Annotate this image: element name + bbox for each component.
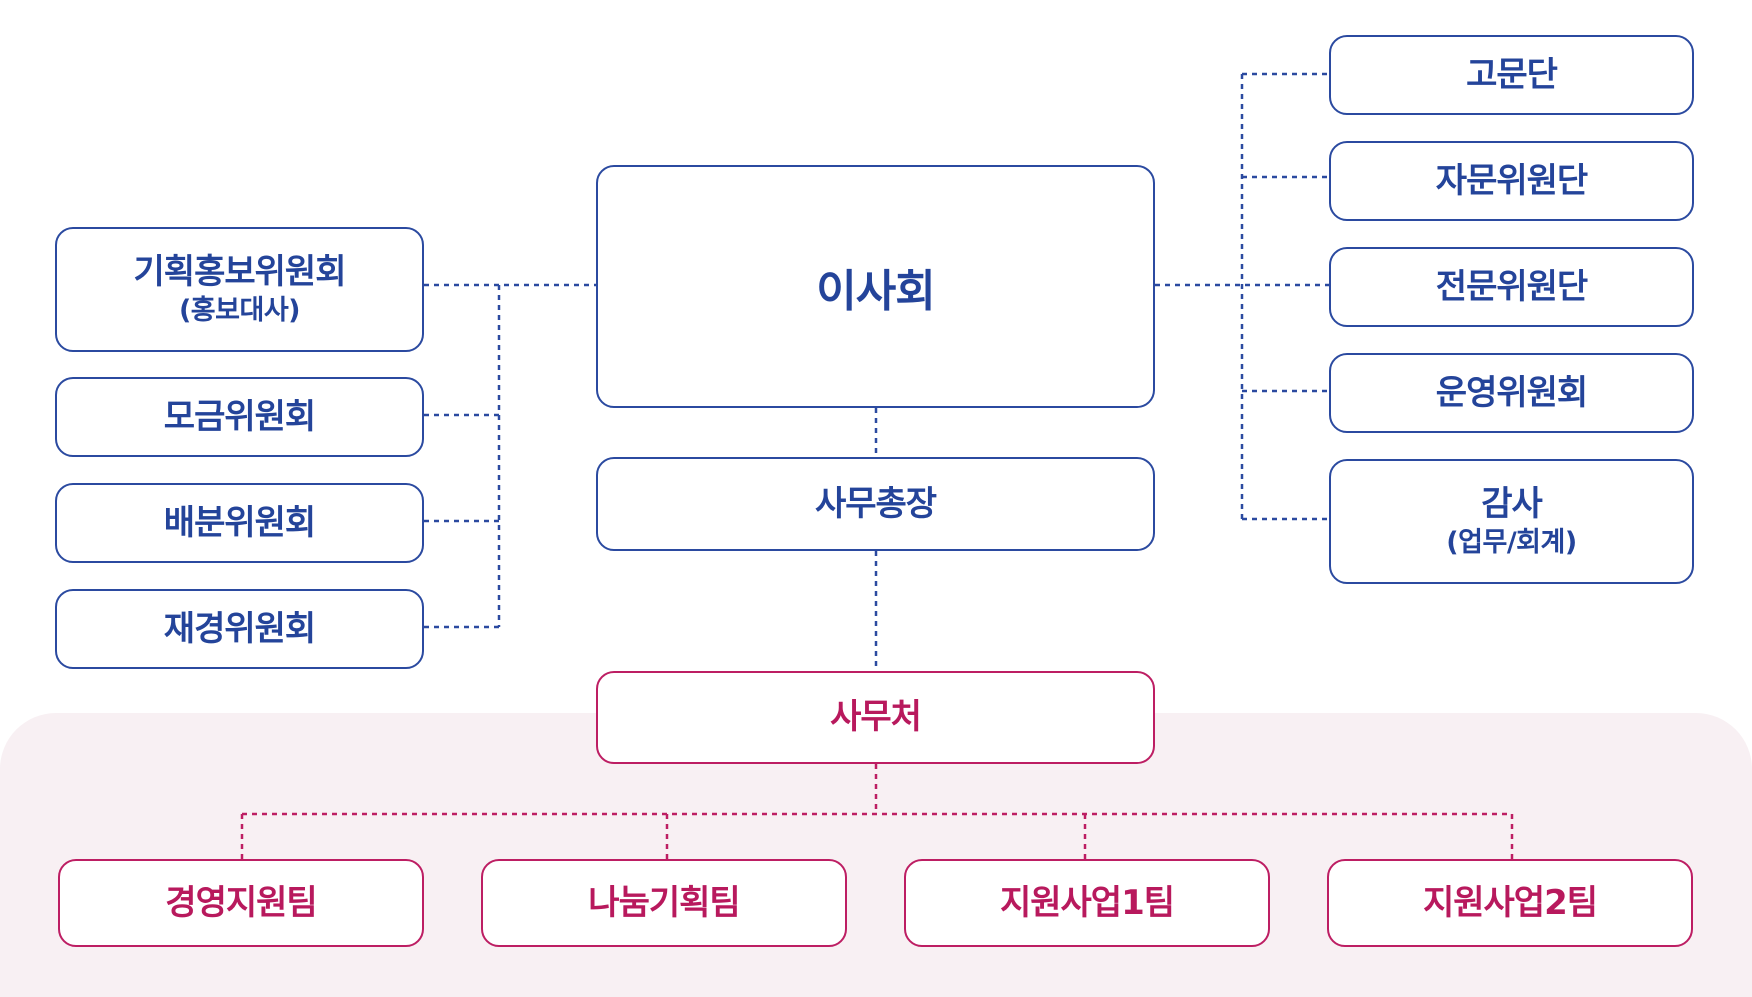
committee-box-finance: 재경위원회	[55, 589, 424, 669]
secretary-general-box: 사무총장	[596, 457, 1155, 551]
team-box-sharing-planning: 나눔기획팀	[481, 859, 847, 947]
team-box-support-project-1: 지원사업1팀	[904, 859, 1270, 947]
team-label: 경영지원팀	[165, 882, 317, 923]
group-box-expert-committee: 전문위원단	[1329, 247, 1694, 327]
board-box: 이사회	[596, 165, 1155, 408]
secretariat-box: 사무처	[596, 671, 1155, 764]
group-box-advisory-committee: 자문위원단	[1329, 141, 1694, 221]
team-box-management-support: 경영지원팀	[58, 859, 424, 947]
committee-label: 배분위원회	[163, 502, 316, 543]
committee-label: 모금위원회	[163, 396, 316, 437]
committee-box-distribution: 배분위원회	[55, 483, 424, 563]
group-box-advisors: 고문단	[1329, 35, 1694, 115]
committee-sublabel: (홍보대사)	[178, 295, 301, 327]
group-label: 자문위원단	[1435, 160, 1588, 201]
team-label: 지원사업2팀	[1422, 882, 1598, 923]
group-label: 운영위원회	[1435, 372, 1588, 413]
team-label: 나눔기획팀	[588, 882, 740, 923]
group-label: 감사	[1481, 483, 1543, 524]
team-box-support-project-2: 지원사업2팀	[1327, 859, 1693, 947]
secretariat-label: 사무처	[830, 697, 922, 738]
board-label: 이사회	[816, 265, 935, 317]
group-sublabel: (업무/회계)	[1446, 527, 1577, 559]
secretary-general-label: 사무총장	[814, 483, 937, 524]
group-box-audit: 감사 (업무/회계)	[1329, 459, 1694, 584]
committee-box-planning-pr: 기획홍보위원회 (홍보대사)	[55, 227, 424, 352]
group-box-operations-committee: 운영위원회	[1329, 353, 1694, 433]
committee-label: 재경위원회	[163, 608, 316, 649]
committee-box-fundraising: 모금위원회	[55, 377, 424, 457]
committee-label: 기획홍보위원회	[133, 251, 347, 292]
group-label: 전문위원단	[1435, 266, 1588, 307]
group-label: 고문단	[1466, 54, 1558, 95]
team-label: 지원사업1팀	[999, 882, 1175, 923]
